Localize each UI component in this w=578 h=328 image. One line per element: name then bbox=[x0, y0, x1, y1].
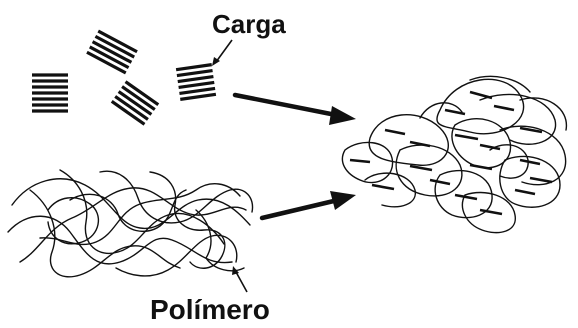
filler-label: Carga bbox=[212, 9, 286, 39]
nanocomposite-loops bbox=[342, 76, 566, 232]
polymer-pointer-line bbox=[236, 272, 247, 292]
filler-stack-right bbox=[176, 65, 216, 100]
polymer-to-composite-arrow-shaft bbox=[262, 200, 338, 218]
filler-to-composite-arrow-shaft bbox=[235, 95, 336, 115]
filler-to-composite-arrowhead bbox=[329, 106, 356, 125]
filler-stack-top bbox=[87, 31, 137, 73]
polymer-tangle bbox=[8, 170, 253, 277]
polymer-to-composite-arrowhead bbox=[330, 191, 356, 210]
filler-stack-middle bbox=[112, 82, 159, 125]
filler-pointer-line bbox=[216, 40, 232, 62]
nanocomposite-platelets bbox=[350, 92, 552, 214]
filler-stack-left bbox=[32, 75, 68, 111]
polymer-label: Polímero bbox=[150, 294, 270, 325]
